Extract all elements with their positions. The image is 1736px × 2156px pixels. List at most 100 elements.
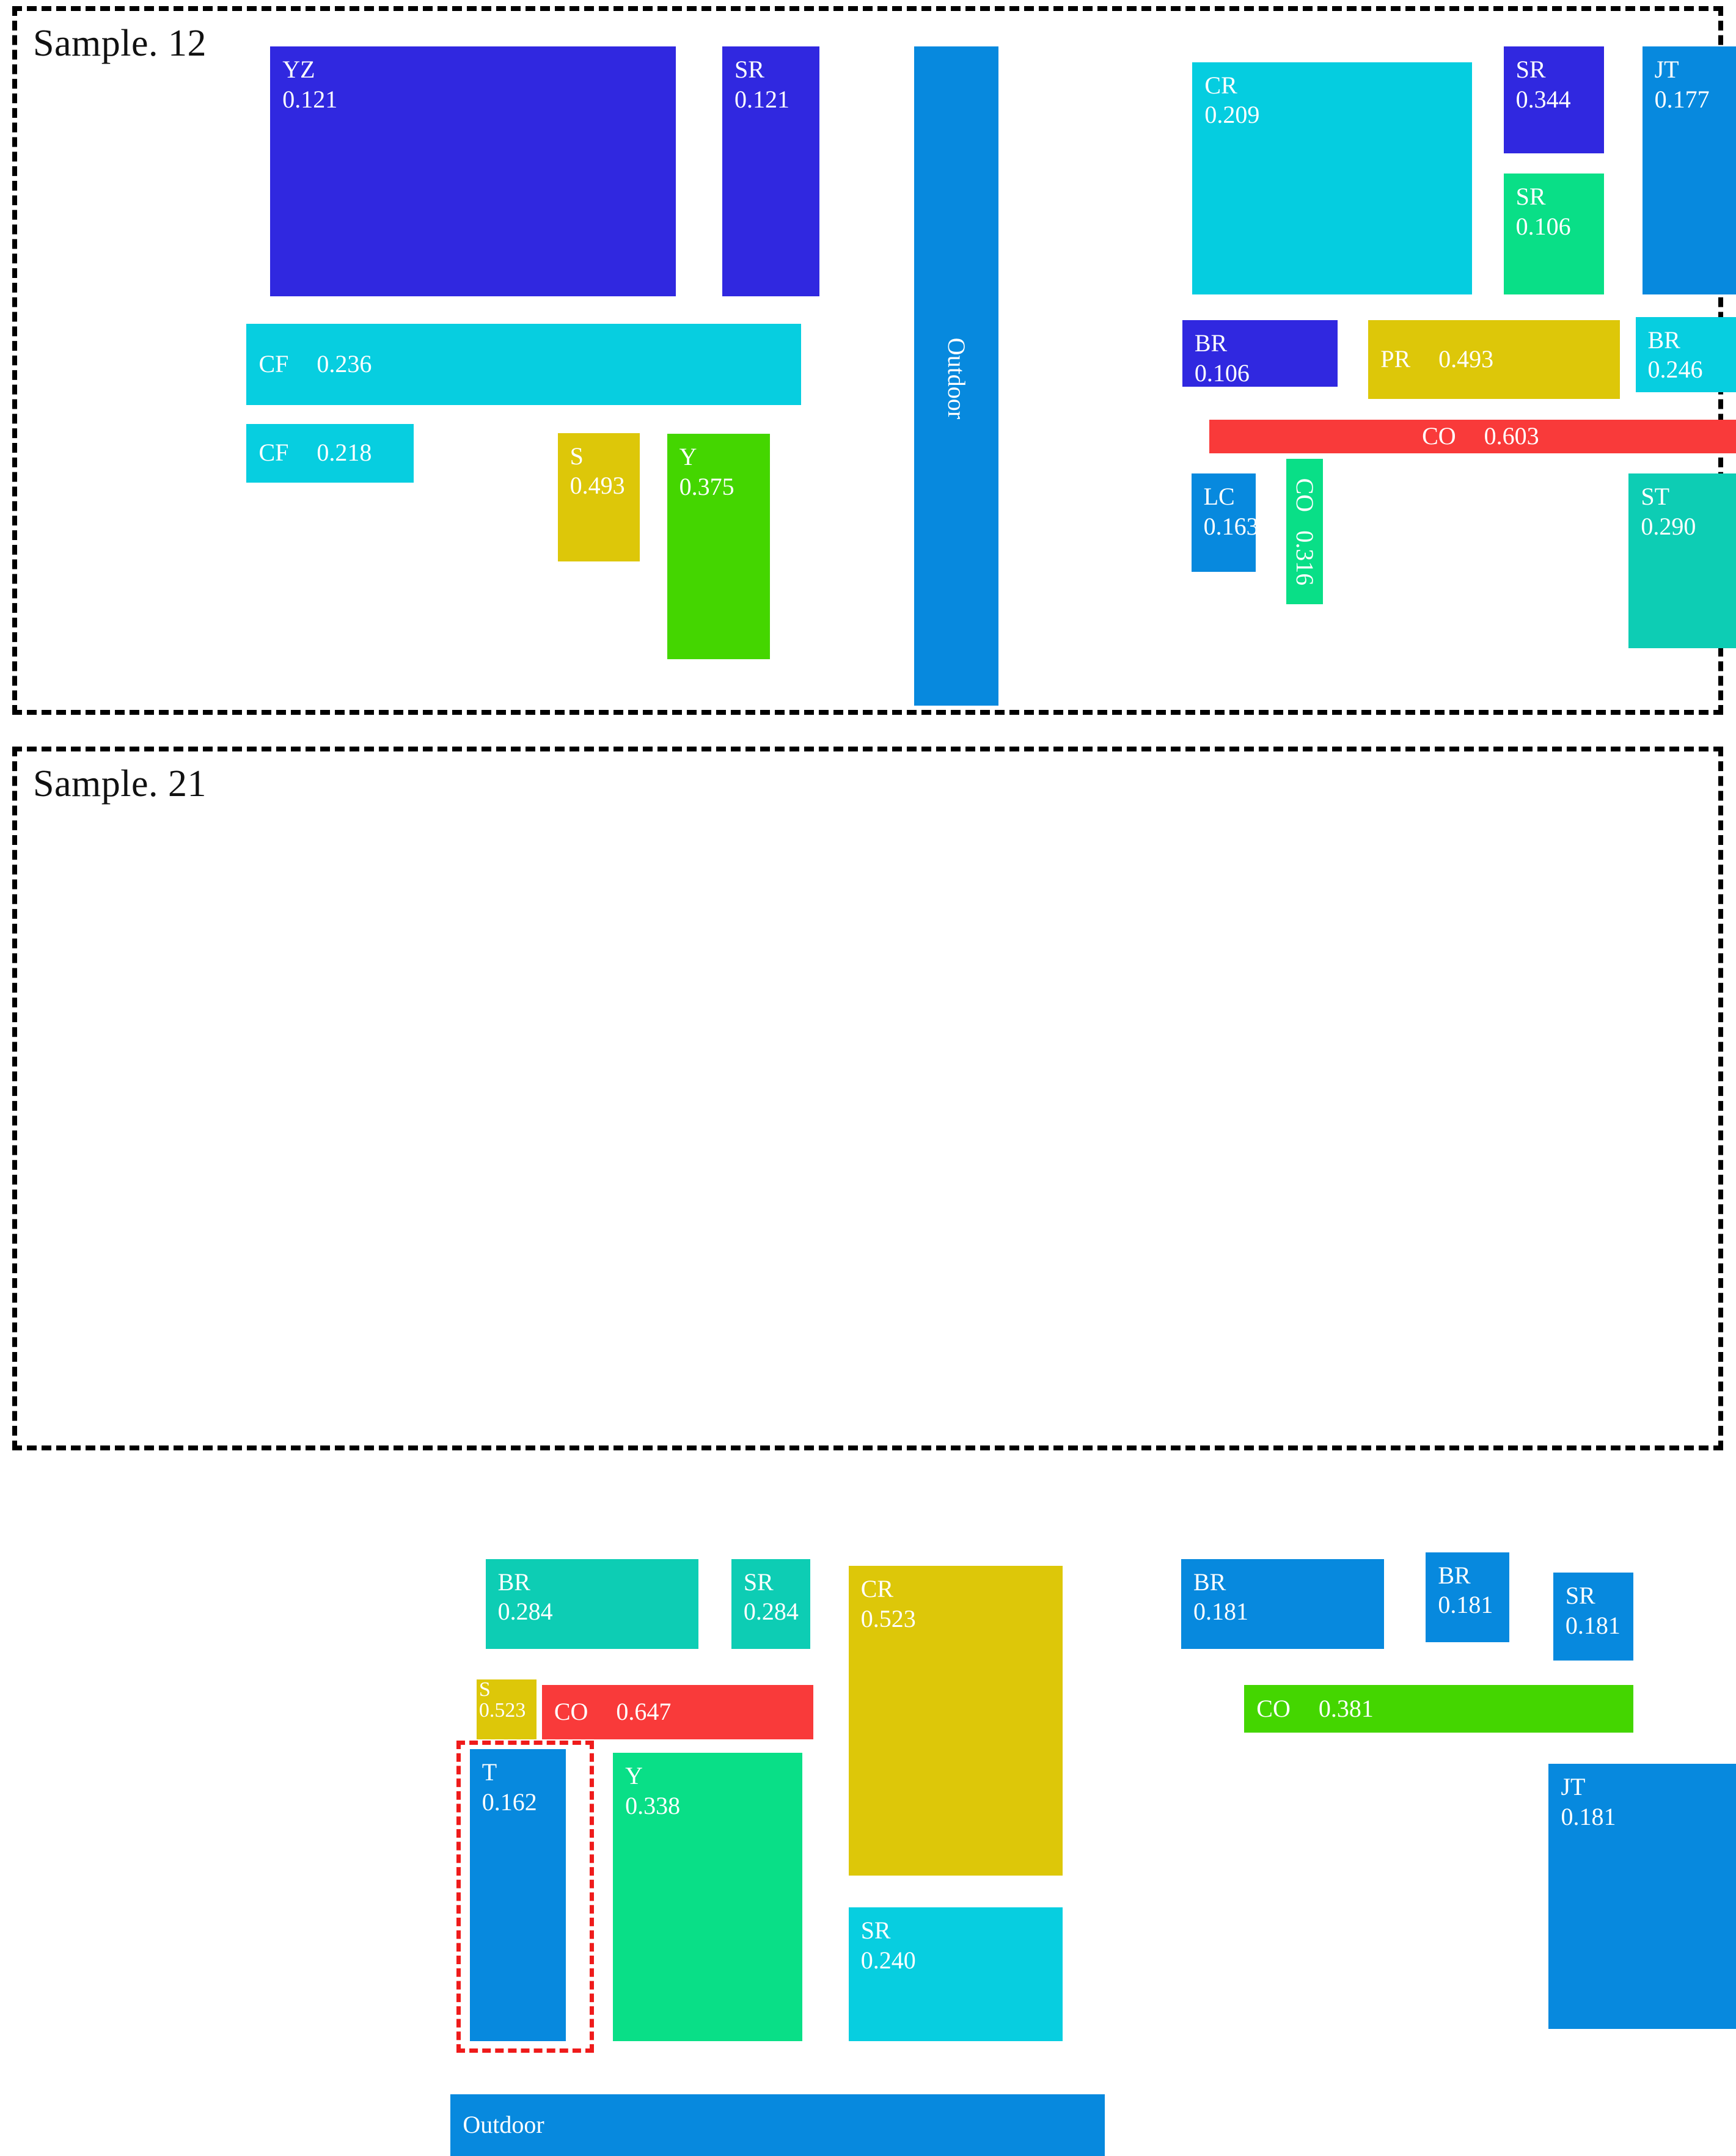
box-label: ST: [1641, 482, 1736, 512]
box-label: CF: [258, 438, 288, 468]
treemap-box-outdoor: Outdoor: [914, 46, 998, 706]
box-label: CO: [1291, 478, 1319, 512]
treemap-box-co: CO 0.316: [1286, 459, 1324, 604]
box-value: 0.162: [482, 1788, 555, 1818]
box-value: 0.375: [679, 472, 759, 502]
box-label: BR: [1193, 1568, 1373, 1598]
box-label: BR: [1195, 329, 1327, 359]
box-label: CR: [861, 1574, 1052, 1604]
box-label: CO: [554, 1697, 588, 1727]
box-label: CO: [1422, 422, 1456, 451]
box-label: Outdoor: [943, 338, 970, 419]
box-label: CR: [1204, 71, 1461, 101]
treemap-box-co: CO 0.381: [1244, 1685, 1633, 1732]
box-value: 0.209: [1204, 100, 1461, 130]
box-label: SR: [1516, 182, 1593, 212]
box-label: S: [479, 1679, 537, 1700]
box-value: 0.523: [861, 1604, 1052, 1634]
box-value: 0.181: [1561, 1802, 1736, 1832]
box-label: S: [570, 442, 629, 472]
box-value: 0.240: [861, 1946, 1052, 1976]
box-value: 0.218: [317, 438, 372, 468]
box-value: 0.344: [1516, 85, 1593, 115]
box-label: YZ: [282, 55, 665, 85]
box-value: 0.181: [1566, 1611, 1622, 1641]
box-value: 0.106: [1516, 212, 1593, 242]
box-value: 0.290: [1641, 512, 1736, 542]
box-label: BR: [498, 1568, 688, 1598]
panel-title-sample-12: Sample. 12: [33, 22, 207, 65]
box-value: 0.181: [1193, 1597, 1373, 1627]
box-label: PR: [1380, 345, 1410, 375]
treemap-box-cf: CF 0.218: [246, 424, 413, 483]
panel-title-sample-21: Sample. 21: [33, 762, 207, 806]
rotated-text: Outdoor: [941, 338, 971, 419]
box-label: CF: [258, 349, 288, 379]
box-label: T: [482, 1758, 555, 1788]
box-label: LC: [1204, 482, 1245, 512]
box-value: 0.121: [282, 85, 665, 115]
treemap-box-cf: CF 0.236: [246, 324, 801, 405]
rotated-text: CO 0.316: [1290, 478, 1320, 585]
box-value: 0.493: [570, 471, 629, 501]
box-label: Outdoor: [463, 2110, 544, 2140]
box-value: 0.121: [734, 85, 808, 115]
box-value: 0.523: [479, 1700, 537, 1721]
treemap-box-co: CO 0.603: [1209, 420, 1736, 453]
box-label: BR: [1438, 1561, 1498, 1591]
box-label: BR: [1648, 326, 1736, 356]
box-label: Y: [625, 1761, 791, 1791]
box-label: SR: [734, 55, 808, 85]
box-value: 0.603: [1484, 422, 1539, 451]
box-label: Y: [679, 442, 759, 472]
box-value: 0.284: [744, 1597, 799, 1627]
box-value: 0.181: [1438, 1590, 1498, 1620]
treemap-box-co: CO 0.647: [542, 1685, 814, 1739]
box-value: 0.163: [1204, 512, 1245, 542]
treemap-box-outdoor: Outdoor: [450, 2094, 1104, 2156]
box-value: 0.381: [1319, 1694, 1374, 1724]
box-value: 0.338: [625, 1791, 791, 1821]
treemap-box-pr: PR 0.493: [1368, 320, 1619, 399]
box-value: 0.177: [1655, 85, 1736, 115]
box-label: SR: [1566, 1581, 1622, 1611]
box-label: JT: [1655, 55, 1736, 85]
box-label: CO: [1256, 1694, 1291, 1724]
box-value: 0.246: [1648, 355, 1736, 385]
box-value: 0.236: [317, 349, 372, 379]
box-value: 0.647: [616, 1697, 671, 1727]
box-label: SR: [744, 1568, 799, 1598]
box-label: SR: [861, 1916, 1052, 1946]
box-label: JT: [1561, 1772, 1736, 1802]
box-value: 0.493: [1438, 345, 1493, 375]
box-value: 0.284: [498, 1597, 688, 1627]
box-value: 0.106: [1195, 359, 1327, 387]
box-label: SR: [1516, 55, 1593, 85]
box-value: 0.316: [1291, 530, 1319, 585]
